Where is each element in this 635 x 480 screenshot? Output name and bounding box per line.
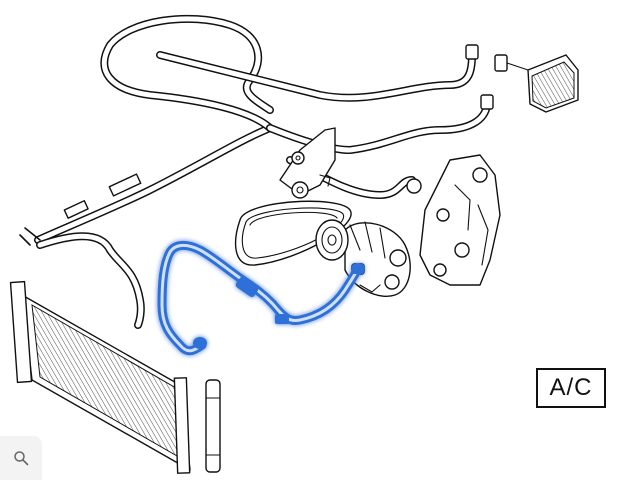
ac-label-box: A/C <box>536 368 606 408</box>
condenser <box>9 280 191 474</box>
evaporator <box>494 54 579 113</box>
ac-label-text: A/C <box>549 374 593 401</box>
hose-bracket <box>279 127 336 199</box>
liquid-line <box>19 173 145 329</box>
compressor-mount-bracket <box>419 154 501 286</box>
zoom-button[interactable] <box>0 436 42 480</box>
magnifier-icon <box>14 451 29 466</box>
highlighted-suction-hose <box>157 240 364 356</box>
receiver-drier <box>205 379 221 473</box>
ac-compressor <box>315 219 411 297</box>
